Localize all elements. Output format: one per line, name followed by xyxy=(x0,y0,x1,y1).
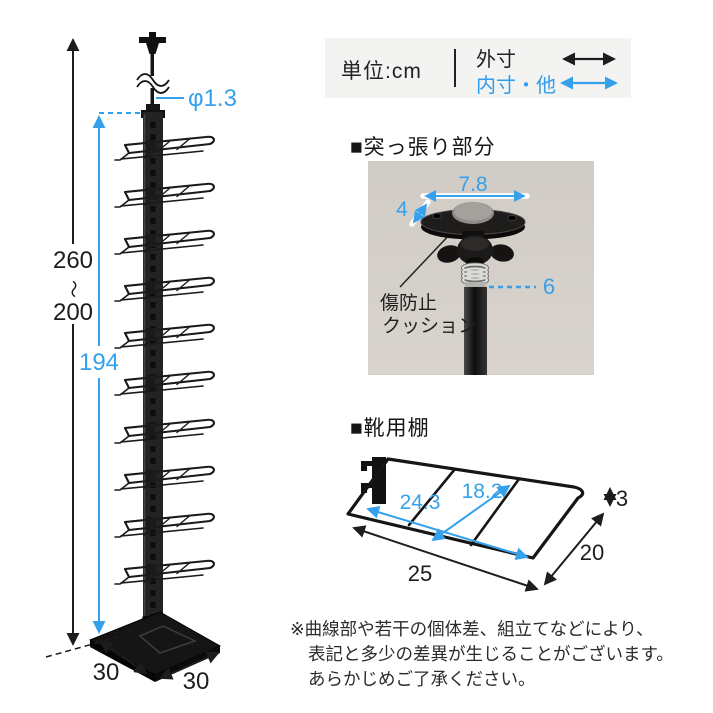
plate-screw-hole xyxy=(507,214,517,222)
tension-part-illustration: 7.8 4 6 傷防止 クッション xyxy=(368,161,594,375)
pole-shelf xyxy=(113,418,215,445)
base-width-label: 30 xyxy=(183,668,210,695)
unit-label: 単位:cm xyxy=(341,60,422,83)
pole-shelf xyxy=(113,182,215,209)
pipe-size-label: 6 xyxy=(543,274,555,299)
pole-shelf xyxy=(113,229,215,256)
inner-width-label: 24.3 xyxy=(400,491,441,514)
outer-height-dimension: 260 〜 200 xyxy=(53,38,93,646)
tension-pole xyxy=(464,287,487,375)
shelf-inner-dimensions: 24.3 18.2 xyxy=(366,480,529,561)
legend-arrows xyxy=(560,52,618,90)
shelf-section-title: ■靴用棚 xyxy=(350,417,430,440)
note-line: 表記と多少の差異が生じることがございます。 xyxy=(308,644,674,664)
pole-shelf xyxy=(113,512,215,539)
outer-width-label: 25 xyxy=(408,561,432,586)
plate-depth-label: 4 xyxy=(396,198,408,221)
pole-shelf xyxy=(113,559,215,586)
note-line: ※曲線部や若干の個体差、組立てなどにより、 xyxy=(290,619,654,639)
height-range-tilde: 〜 xyxy=(63,280,83,298)
legend-box: 単位:cm 外寸 内寸・他 xyxy=(325,38,631,98)
shelf-outer-dimensions: 25 20 3 xyxy=(352,486,628,592)
photo-dimensions: 7.8 4 6 xyxy=(396,173,555,299)
pipe-diameter-callout: φ1.3 xyxy=(156,85,237,112)
disclaimer-note: ※曲線部や若干の個体差、組立てなどにより、 表記と多少の差異が生じることがござい… xyxy=(290,617,713,692)
base-depth-label: 30 xyxy=(93,659,120,686)
outer-depth-label: 20 xyxy=(580,540,604,565)
pole-rack-diagram: 260 〜 200 194 φ1.3 xyxy=(45,32,237,695)
tension-section-title: ■突っ張り部分 xyxy=(350,136,496,159)
lip-height-label: 3 xyxy=(616,486,628,511)
pole-height-dimension: 194 xyxy=(79,112,143,634)
tension-spring xyxy=(461,262,489,286)
pole-shelf xyxy=(113,276,215,303)
pole-shelf xyxy=(113,323,215,350)
outer-dimension-label: 外寸 xyxy=(476,49,516,71)
pole-height-label: 194 xyxy=(79,349,119,376)
pipe-diameter-label: φ1.3 xyxy=(188,85,237,112)
shoe-shelf-diagram: 24.3 18.2 25 20 3 xyxy=(346,457,628,592)
tension-part-photo: 7.8 4 6 傷防止 クッション xyxy=(368,161,594,375)
pole-shelf xyxy=(113,465,215,492)
wing-knob xyxy=(437,235,514,269)
inner-dimension-label: 内寸・他 xyxy=(476,75,556,97)
pole-shelves xyxy=(113,135,215,586)
cushion-label-line1: 傷防止 xyxy=(380,292,437,314)
pole-collar xyxy=(465,282,486,287)
plate-screw-hole xyxy=(432,212,442,220)
base-dimensions: 30 30 xyxy=(45,636,220,695)
inner-depth-label: 18.2 xyxy=(462,480,503,503)
note-line: あらかじめご了承ください。 xyxy=(308,669,536,689)
pole-shelf xyxy=(113,370,215,397)
height-max-label: 260 xyxy=(53,247,93,274)
tension-cap xyxy=(136,32,170,108)
cushion-label-line2: クッション xyxy=(382,315,477,337)
main-pole xyxy=(141,104,165,628)
legend-divider xyxy=(454,49,456,87)
extension-line xyxy=(45,636,119,658)
break-mark xyxy=(136,73,170,87)
pole-shelf xyxy=(113,135,215,162)
height-min-label: 200 xyxy=(53,299,93,326)
break-mark xyxy=(136,80,170,94)
plate-width-label: 7.8 xyxy=(458,173,487,196)
tension-top-plate xyxy=(420,202,526,240)
